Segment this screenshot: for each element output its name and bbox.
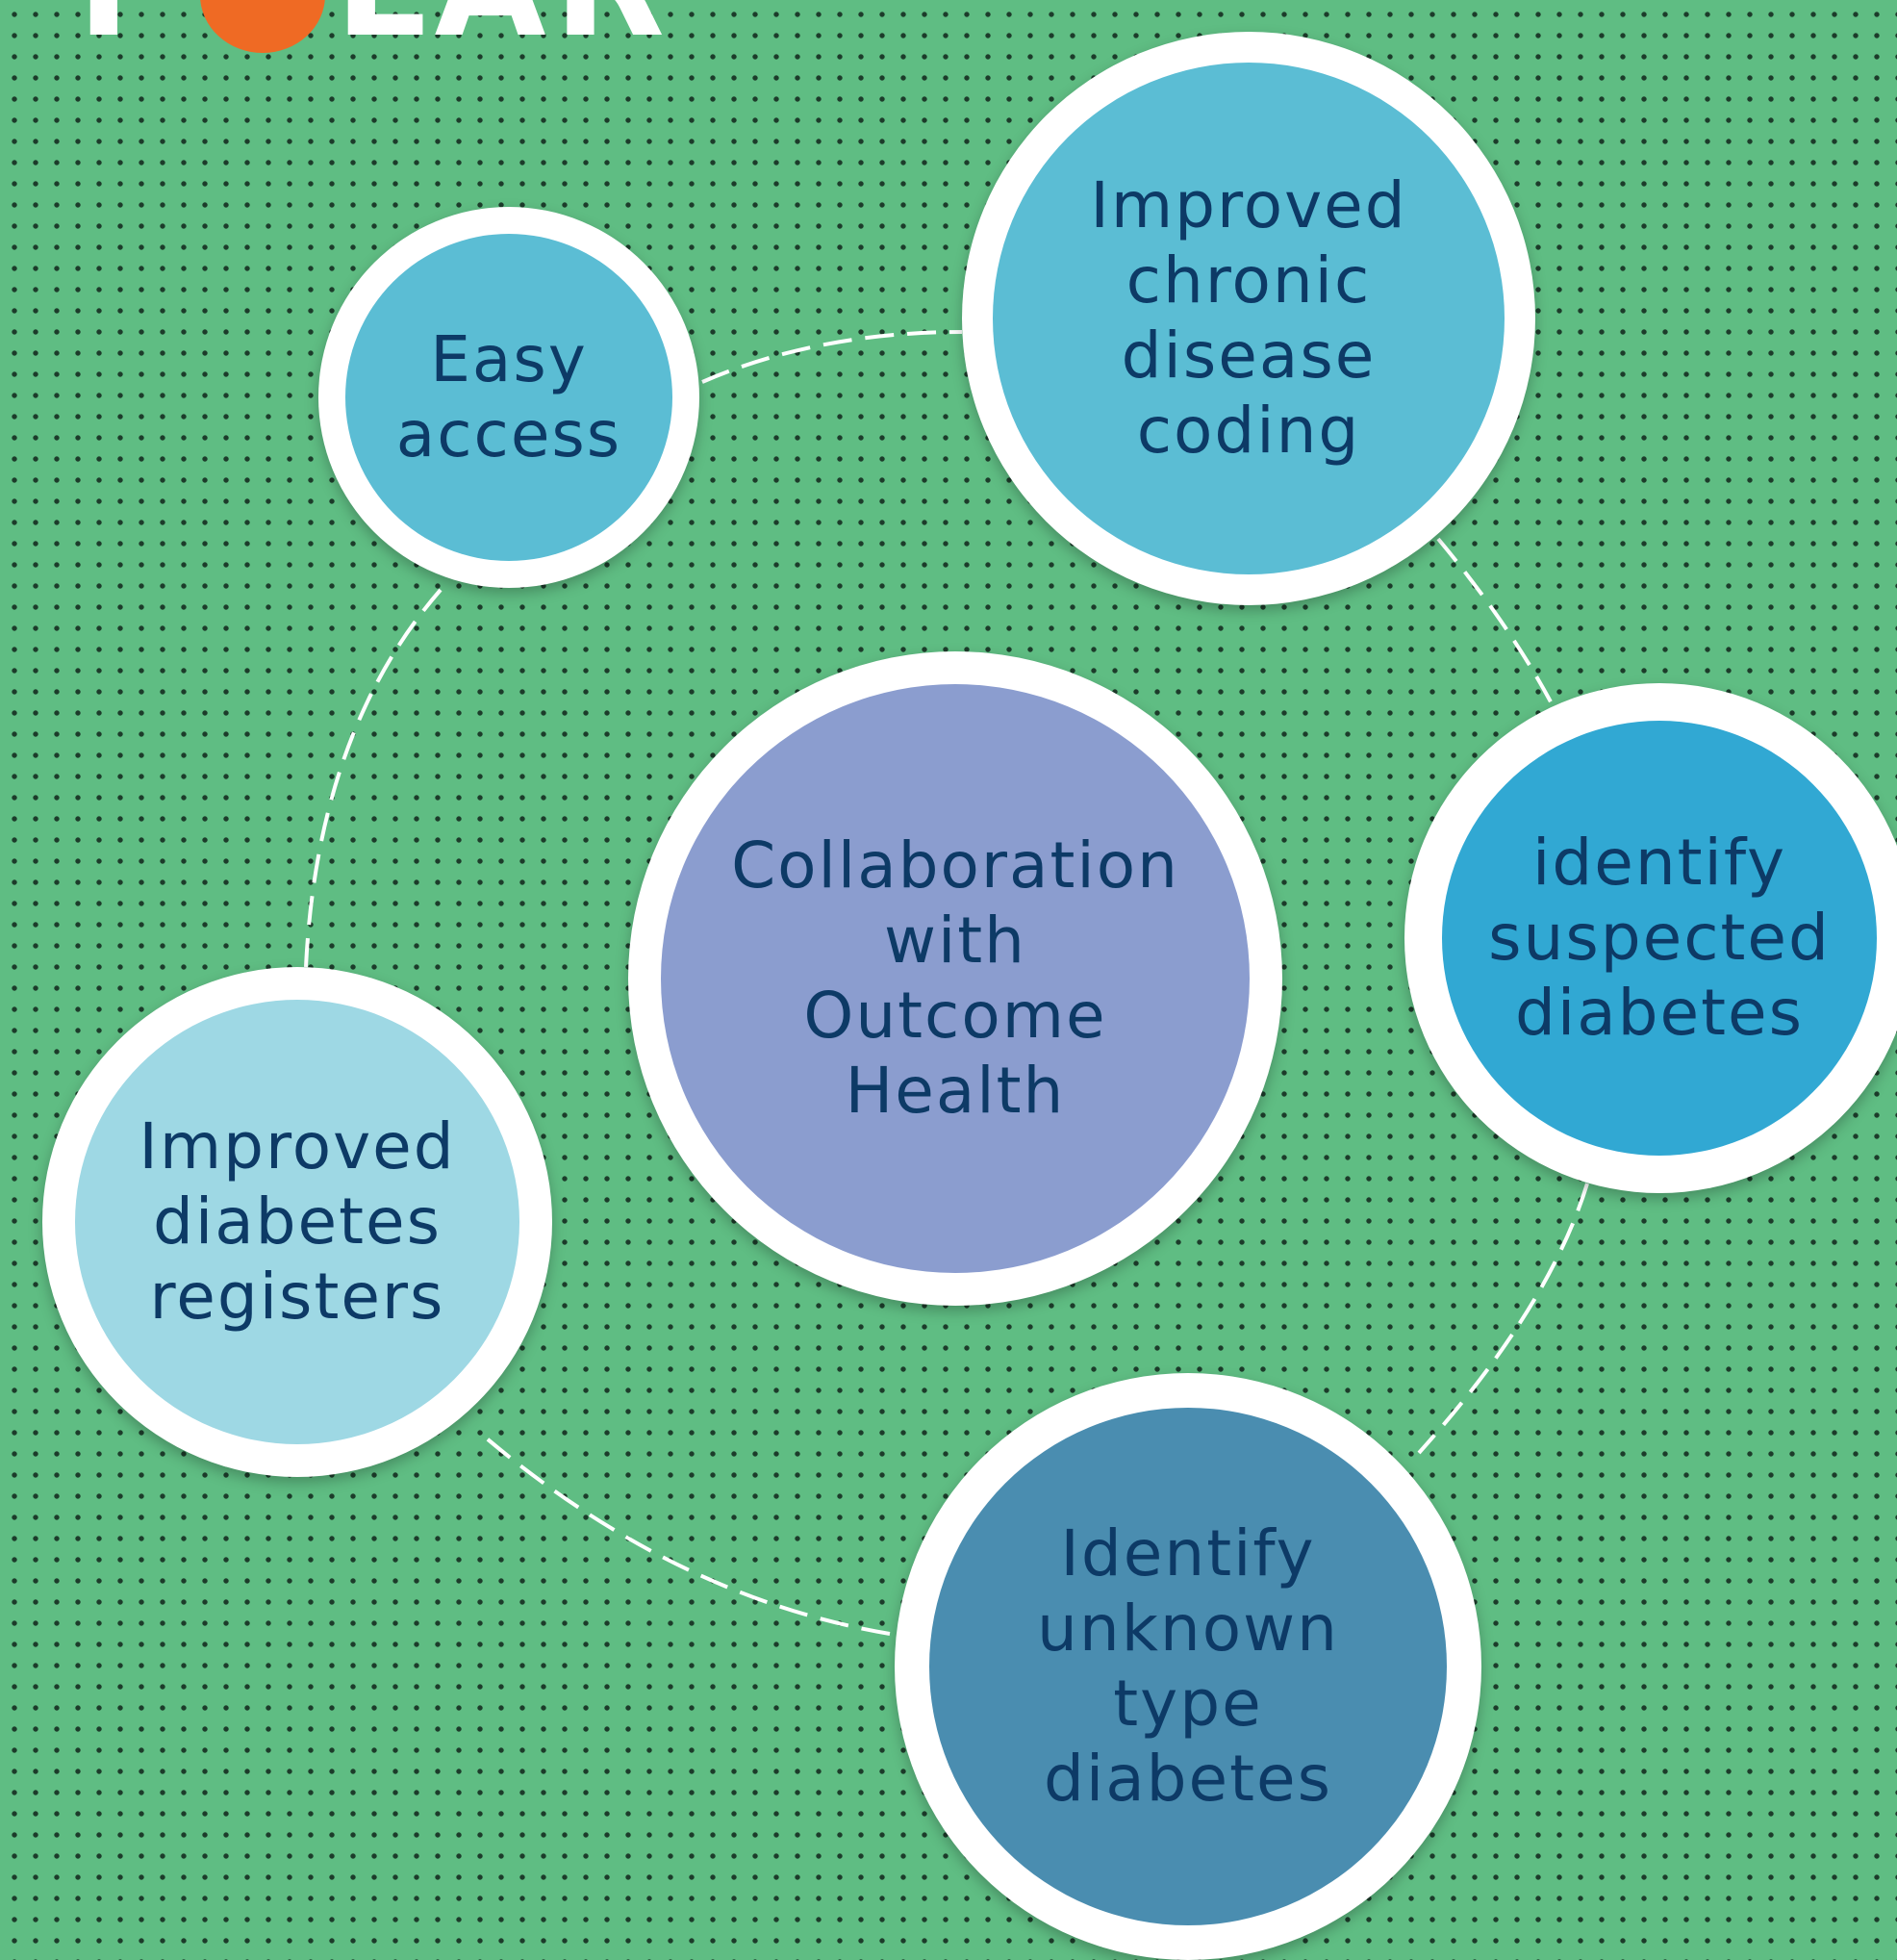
node-improved-chronic-disease-coding-label: Improved chronic disease coding: [1090, 168, 1407, 468]
node-identify-unknown-type-diabetes-label: Identify unknown type diabetes: [1037, 1516, 1339, 1816]
connector-unknown-to-registers: [479, 1432, 891, 1636]
logo-text-left: P: [77, 0, 190, 69]
node-identify-suspected-diabetes: identify suspected diabetes: [1404, 683, 1897, 1193]
node-identify-unknown-type-diabetes-fill: Identify unknown type diabetes: [929, 1408, 1447, 1925]
center-node-label: Collaboration with Outcome Health: [731, 828, 1179, 1128]
logo-mark-icon: [199, 0, 325, 53]
connector-suspected-to-unknown: [1417, 1183, 1589, 1455]
node-easy-access-label: Easy access: [395, 322, 622, 471]
node-improved-chronic-disease-coding: Improved chronic disease coding: [962, 32, 1535, 605]
connector-easy-to-coding: [701, 330, 963, 384]
node-identify-suspected-diabetes-label: identify suspected diabetes: [1488, 826, 1831, 1050]
connector-coding-to-suspected: [1436, 537, 1556, 708]
node-identify-suspected-diabetes-fill: identify suspected diabetes: [1442, 721, 1877, 1156]
logo-text-right: LAR: [335, 0, 672, 69]
node-identify-unknown-type-diabetes: Identify unknown type diabetes: [895, 1373, 1481, 1960]
node-improved-diabetes-registers-label: Improved diabetes registers: [139, 1109, 456, 1334]
connector-registers-to-easy: [304, 588, 443, 968]
center-node-collaboration: Collaboration with Outcome Health: [628, 651, 1282, 1306]
polar-logo: P LAR: [77, 0, 672, 69]
node-easy-access: Easy access: [318, 207, 699, 588]
node-improved-diabetes-registers: Improved diabetes registers: [42, 967, 552, 1477]
center-node-fill: Collaboration with Outcome Health: [661, 684, 1250, 1273]
node-improved-chronic-disease-coding-fill: Improved chronic disease coding: [993, 63, 1505, 574]
node-improved-diabetes-registers-fill: Improved diabetes registers: [75, 1000, 519, 1444]
node-easy-access-fill: Easy access: [345, 234, 672, 561]
